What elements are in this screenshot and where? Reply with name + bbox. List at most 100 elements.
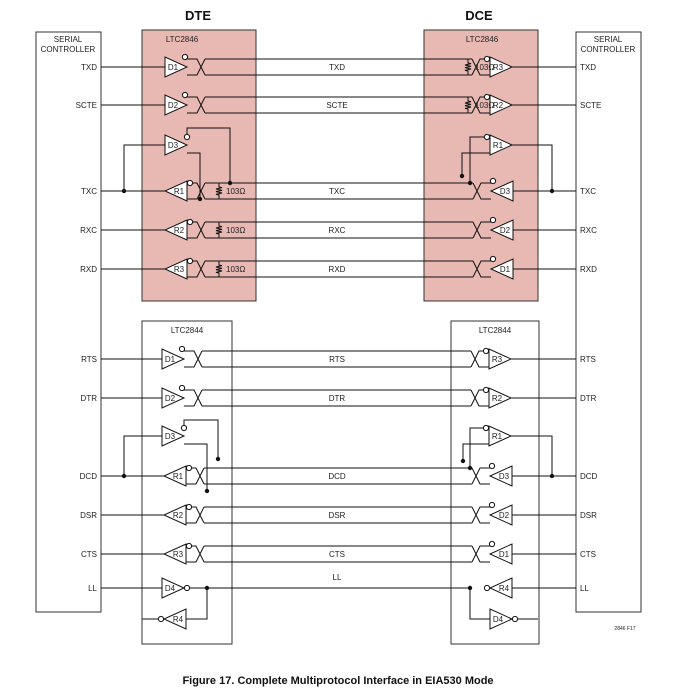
left-pin-rxd: RXD <box>80 265 97 274</box>
right-pin-txc: TXC <box>580 187 596 196</box>
junction-dot <box>121 473 127 479</box>
dte-termination-rxd-value: 103Ω <box>226 265 245 274</box>
dce-extra-driver-d4 <box>489 608 514 630</box>
pair-cross-right <box>472 260 491 278</box>
inversion-bubble <box>483 133 491 141</box>
right-pin-rts: RTS <box>580 355 596 364</box>
dte-heading: DTE <box>185 8 211 23</box>
dte-extra-receiver-r4-label: R4 <box>173 615 184 624</box>
dte-receiver-dcd-label: R1 <box>173 472 184 481</box>
dce-r1-input-b <box>461 152 490 176</box>
pair-cross-left <box>184 350 203 368</box>
inversion-bubble <box>185 503 193 511</box>
inversion-bubble <box>186 257 194 265</box>
dce-driver-txc-label: D3 <box>500 187 511 196</box>
right-controller-line2: CONTROLLER <box>581 45 636 54</box>
dce-termination-scte-value: 103Ω <box>475 101 494 110</box>
signal-label-rts: RTS <box>329 355 345 364</box>
right-pin-scte: SCTE <box>580 101 601 110</box>
dte-d3-output-b <box>187 152 201 199</box>
dte-receiver-cts-label: R3 <box>173 550 184 559</box>
dte-extra-driver-d3 <box>161 425 186 447</box>
dte-driver-dtr <box>161 387 186 409</box>
dce-driver-dcd-label: D3 <box>499 472 510 481</box>
junction-dot <box>467 180 473 186</box>
dce-driver-inverting-output <box>489 177 497 185</box>
signal-label-ll: LL <box>333 573 342 582</box>
signal-label-scte: SCTE <box>326 101 347 110</box>
dce-driver-rxc <box>489 219 514 241</box>
left-pin-cts: CTS <box>81 550 97 559</box>
junction-dot <box>204 585 210 591</box>
inversion-bubble <box>483 584 491 592</box>
dte-extra-driver-d3-label: D3 <box>168 141 179 150</box>
dte-d3-output <box>183 419 219 459</box>
dte-extra-driver-d3-label: D3 <box>165 432 176 441</box>
dce-receiver-dtr-label: R2 <box>492 394 503 403</box>
pair-cross-left <box>187 96 206 114</box>
signal-label-rxc: RXC <box>329 226 346 235</box>
left-pin-dcd: DCD <box>80 472 98 481</box>
junction-dot <box>467 585 473 591</box>
pair-cross-right <box>472 182 491 200</box>
dte-driver-txd <box>164 56 189 78</box>
junction-dot <box>549 188 555 194</box>
dce-r1-loop <box>511 435 553 476</box>
dte-d3-loop <box>123 144 165 191</box>
inversion-bubble <box>178 345 186 353</box>
signal-label-txd: TXD <box>329 63 345 72</box>
dce-driver-rxd-label: D1 <box>500 265 511 274</box>
dce-driver-rxd <box>489 258 514 280</box>
inversion-bubble <box>178 384 186 392</box>
dte-extra-receiver-r4 <box>162 608 187 630</box>
pair-cross-left <box>186 467 205 485</box>
dte-driver-rts <box>161 348 186 370</box>
inversion-bubble <box>483 55 491 63</box>
dce-receiver-rts <box>488 348 513 370</box>
left-controller-line2: CONTROLLER <box>41 45 96 54</box>
dte-driver-ll <box>161 577 186 599</box>
junction-dot <box>197 196 203 202</box>
dte-driver-txd-label: D1 <box>168 63 179 72</box>
inversion-bubble <box>482 347 490 355</box>
junction-dot <box>467 465 473 471</box>
pair-cross-right <box>470 350 489 368</box>
inversion-bubble <box>483 93 491 101</box>
inversion-bubble <box>183 133 191 141</box>
dte-extra-driver-d3 <box>164 134 189 156</box>
dte-receiver-txc-label: R1 <box>174 187 185 196</box>
dte-receiver-rxd <box>163 258 188 280</box>
pair-cross-right <box>470 389 489 407</box>
pair-cross-left <box>187 58 206 76</box>
right-pin-dsr: DSR <box>580 511 597 520</box>
dce-receiver-ll-label: R4 <box>499 584 510 593</box>
dce-heading: DCE <box>465 8 493 23</box>
dte-driver-scte-label: D2 <box>168 101 179 110</box>
dce-receiver-ll <box>488 577 513 599</box>
pair-cross-left <box>187 221 206 239</box>
right-pin-txd: TXD <box>580 63 596 72</box>
dce-driver-dsr <box>488 504 513 526</box>
dte-bottom-chip-label: LTC2844 <box>171 326 204 335</box>
junction-dot <box>227 180 233 186</box>
pair-cross-right <box>471 96 490 114</box>
left-pin-rxc: RXC <box>80 226 97 235</box>
right-serial-controller <box>575 31 642 613</box>
dce-receiver-scte <box>489 94 514 116</box>
dce-r1-input-a <box>469 427 489 468</box>
dce-extra-receiver-r1-label: R1 <box>492 432 503 441</box>
figure-caption: Figure 17. Complete Multiprotocol Interf… <box>182 675 493 687</box>
dte-driver-ll-label: D4 <box>165 584 176 593</box>
pair-cross-left <box>184 350 203 368</box>
pair-cross-left <box>186 506 205 524</box>
right-pin-dcd: DCD <box>580 472 598 481</box>
inversion-bubble <box>185 464 193 472</box>
dte-d3-output-b <box>184 443 208 491</box>
pair-cross-right <box>472 221 491 239</box>
left-pin-rts: RTS <box>81 355 97 364</box>
dte-driver-inverting-output <box>181 91 189 99</box>
junction-dot <box>459 173 465 179</box>
inversion-bubble <box>185 542 193 550</box>
dce-driver-inverting-output <box>489 255 497 263</box>
pair-cross-left <box>187 182 206 200</box>
